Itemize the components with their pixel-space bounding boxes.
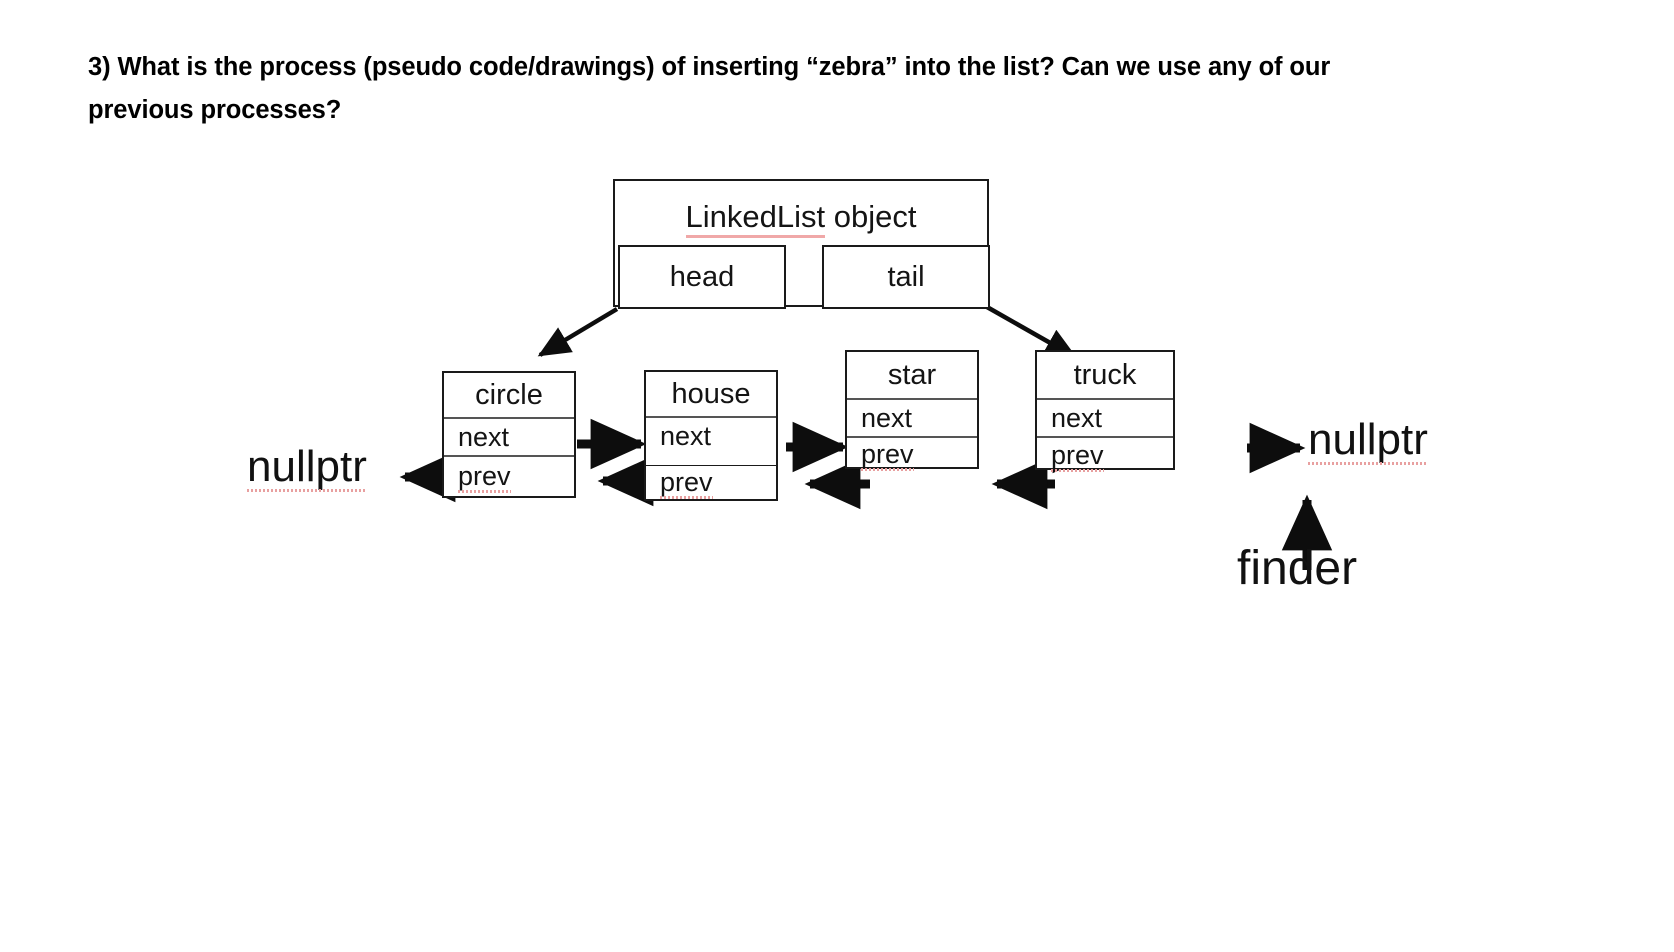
linkedlist-slot-head: head: [618, 245, 786, 309]
node-truck-value: truck: [1073, 358, 1137, 391]
node-truck-prev-label: prev: [1051, 439, 1104, 472]
node-star-prev-label: prev: [861, 439, 914, 471]
finder-pointer-label: finder: [1237, 545, 1357, 593]
slot-head-label: head: [669, 260, 735, 293]
node-star-next-label: next: [861, 402, 913, 433]
question-prompt: 3) What is the process (pseudo code/draw…: [88, 53, 1331, 124]
nullptr-right-label: nullptr: [1308, 415, 1428, 465]
linkedlist-object-title-rest: object: [825, 199, 917, 234]
node-circle-value: circle: [475, 378, 543, 411]
node-house-value: house: [671, 377, 751, 410]
nullptr-right-text: nullptr: [1308, 415, 1428, 465]
arrow-head-to-circle: [537, 307, 619, 357]
node-house: house next: [644, 370, 778, 467]
slot-tail-label: tail: [887, 260, 925, 293]
node-circle: circle next prev: [442, 371, 576, 498]
nullptr-left-label: nullptr: [247, 442, 367, 492]
linkedlist-slot-tail: tail: [822, 245, 990, 309]
node-truck: truck next prev: [1035, 350, 1175, 472]
node-star-value: star: [887, 358, 937, 391]
node-circle-next-label: next: [458, 421, 510, 452]
nullptr-left-text: nullptr: [247, 442, 367, 492]
node-circle-prev-label: prev: [458, 461, 511, 493]
arrow-tail-to-truck: [985, 305, 1078, 359]
finder-pointer-text: finder: [1237, 542, 1358, 595]
node-truck-next-label: next: [1051, 402, 1103, 433]
node-house-prev-label: prev: [660, 467, 713, 499]
linkedlist-object-title: LinkedList object: [615, 199, 987, 238]
node-house-next-label: next: [660, 420, 712, 451]
node-house-prev-cell: prev: [644, 466, 778, 501]
linkedlist-object-title-spellchecked: LinkedList: [685, 199, 826, 238]
node-star: star next prev: [845, 350, 979, 471]
